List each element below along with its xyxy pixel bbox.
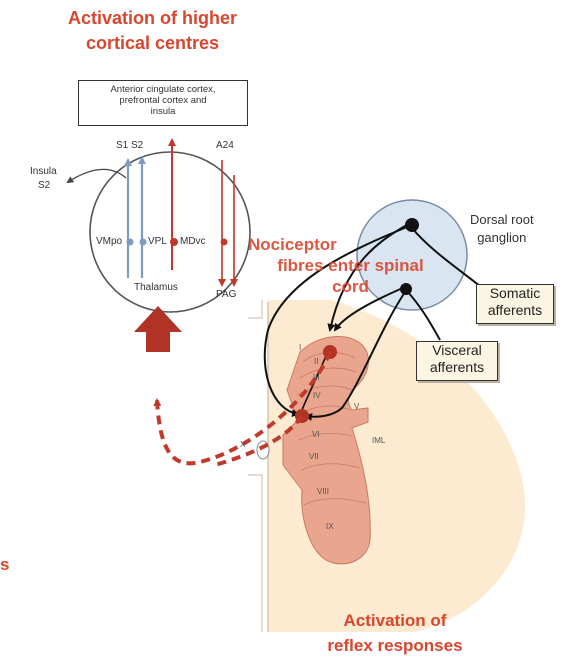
heading-higher-cortical-line2: cortical centres <box>30 31 275 56</box>
cortex-box-line3: insula <box>79 106 247 117</box>
lamina-ix-label: IX <box>326 522 334 531</box>
cortex-box-line2: prefrontal cortex and <box>79 95 247 106</box>
somatic-afferents-line1: Somatic <box>477 285 553 302</box>
visceral-afferents-box: Visceral afferents <box>416 341 498 381</box>
somatic-afferents-line2: afferents <box>477 302 553 319</box>
heading-nociceptor-line3: cord <box>248 276 453 297</box>
visceral-afferents-line1: Visceral <box>417 342 497 359</box>
visceral-afferents-line2: afferents <box>417 359 497 376</box>
heading-nociceptor-line2: fibres enter spinal <box>248 255 453 276</box>
heading-reflex: Activation of reflex responses <box>295 608 495 658</box>
lamina-v-label: V <box>354 402 359 411</box>
left-edge-fragment: s <box>0 552 9 577</box>
heading-reflex-line1: Activation of <box>295 608 495 633</box>
label-thalamus: Thalamus <box>134 282 178 293</box>
label-insula: Insula <box>30 166 57 177</box>
label-vpl: VPL <box>148 236 167 247</box>
heading-higher-cortical-line1: Activation of higher <box>30 6 275 31</box>
label-mdvc: MDvc <box>180 236 206 247</box>
label-s2: S2 <box>38 180 50 191</box>
somatic-afferents-box: Somatic afferents <box>476 284 554 324</box>
lamina-viii-label: VIII <box>317 487 329 496</box>
label-vmpo: VMpo <box>96 236 122 247</box>
lamina-iml-label: IML <box>372 436 385 445</box>
ganglion-label: Dorsal root ganglion <box>470 211 534 247</box>
heading-higher-cortical: Activation of higher cortical centres <box>30 6 275 56</box>
label-a24: A24 <box>216 140 234 151</box>
label-pag: PAG <box>216 289 236 300</box>
lamina-vii-label: VII <box>309 452 319 461</box>
ascending-block-arrow <box>134 306 182 352</box>
lamina-vi-label: VI <box>312 430 320 439</box>
lamina-ii-label: II <box>314 357 318 366</box>
cortex-box: Anterior cingulate cortex, prefrontal co… <box>78 80 248 126</box>
heading-reflex-line2: reflex responses <box>295 633 495 658</box>
lamina-iii-label: III <box>313 373 320 382</box>
lamina-iv-label: IV <box>313 391 321 400</box>
ganglion-label-line1: Dorsal root <box>470 211 534 229</box>
ganglion-label-line2: ganglion <box>470 229 534 247</box>
heading-nociceptor-line1: Nociceptor <box>248 234 453 255</box>
lamina-i-label: I <box>299 343 301 352</box>
lamina-x-label: X <box>240 440 245 449</box>
heading-nociceptor: Nociceptor fibres enter spinal cord <box>248 234 453 297</box>
cortex-box-line1: Anterior cingulate cortex, <box>79 84 247 95</box>
label-s1s2: S1 S2 <box>116 140 143 151</box>
